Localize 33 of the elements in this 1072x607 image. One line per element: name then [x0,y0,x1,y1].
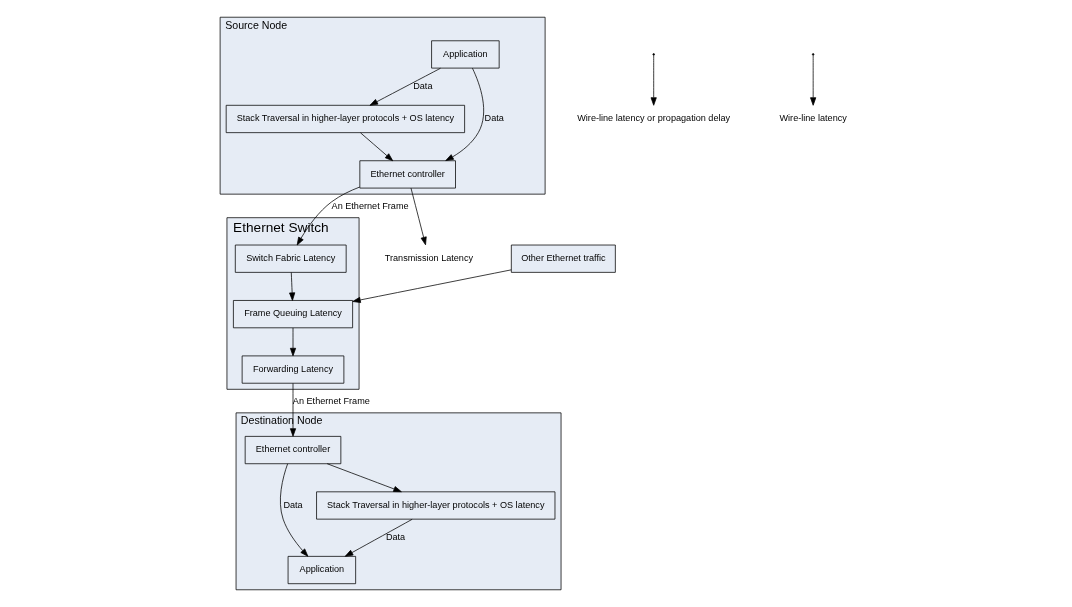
node-box: Frame Queuing Latency [233,300,353,329]
arrow [296,186,361,246]
arrow [650,55,657,106]
arrow [369,67,441,106]
edge-label: An Ethernet Frame [292,396,370,407]
node-box: Application [287,556,357,585]
node-text: Wire-line latency or propagation delay [577,113,731,124]
node-box: Stack Traversal in higher-layer protocols + OS latency [225,104,465,134]
node-box: Ethernet controller [244,436,342,465]
node-box: Stack Traversal in higher-layer protocols + OS latency [316,491,556,520]
edge-label: Data [484,113,504,124]
node-box: Application [431,40,500,69]
arrow [360,132,394,162]
node-text: Transmission Latency [384,253,474,264]
edge-label: An Ethernet Frame [331,201,409,212]
arrow [352,269,512,303]
edge-label: Data [385,532,406,543]
node-box: Ethernet controller [359,160,456,189]
edge-label: Data [413,81,433,92]
arrow [289,383,297,437]
node-box: Switch Fabric Latency [234,244,347,273]
node-text: Wire-line latency [779,113,847,124]
arrow [344,518,413,557]
arrow [289,327,297,357]
arrow [410,187,427,246]
arrow [289,272,296,301]
edge-label: Data [283,499,303,510]
arrow [326,463,402,493]
node-box: Other Ethernet traffic [510,244,616,273]
node-box: Forwarding Latency [241,355,345,384]
arrow [445,67,485,161]
arrow [810,55,817,106]
arrow [280,463,309,557]
